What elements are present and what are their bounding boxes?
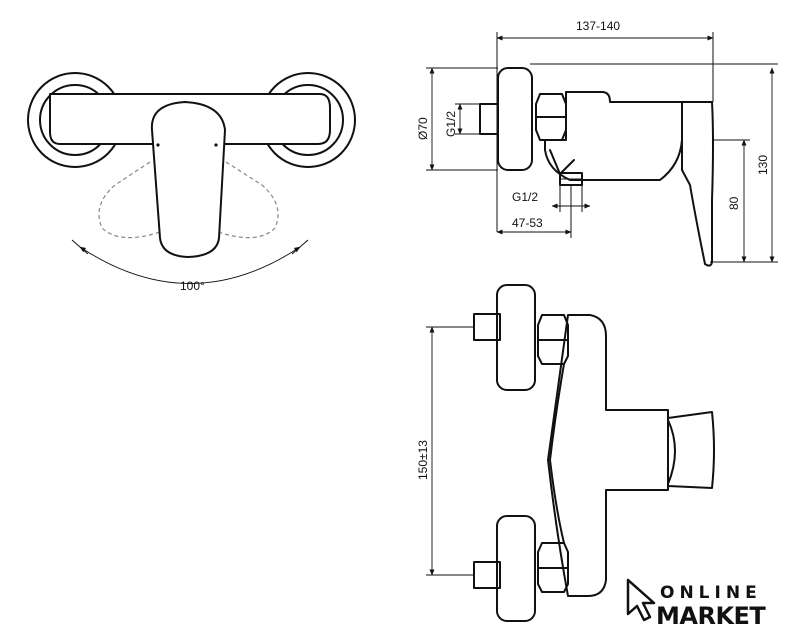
lever-front-curve [667, 419, 676, 485]
brand-line2: MARKET [656, 602, 766, 630]
bottom-rosette-front [496, 515, 536, 622]
dim-lever-height-label: 80 [727, 196, 741, 210]
dim-total-height-label: 130 [756, 155, 770, 175]
rotation-tick-left [71, 239, 89, 255]
side-view: 137-140 Ø70 G1/2 G1/2 47-53 80 130 [416, 19, 778, 267]
dim-center-distance-label: 150±13 [416, 440, 430, 480]
lever-left-position [98, 161, 161, 239]
top-rosette-front [496, 284, 536, 391]
lever-right-position [217, 161, 279, 239]
lever-front [667, 411, 715, 489]
dim-depth-label: 137-140 [576, 19, 620, 33]
lever-handle [150, 101, 226, 258]
dim-outlet-label: G1/2 [512, 190, 538, 204]
rotation-label: 100° [180, 279, 205, 293]
dim-rosette-label: Ø70 [416, 117, 430, 140]
inlet-stub [479, 103, 499, 135]
dim-inlet-label: G1/2 [444, 111, 458, 137]
rotation-tick-right [291, 239, 309, 255]
mixer-body-side [544, 91, 683, 181]
brand-line1: ONLINE [660, 583, 762, 603]
rotation-arc [79, 246, 301, 284]
front-view: 150±13 [416, 284, 715, 622]
lever-mark-left [156, 143, 160, 147]
dim-offset-label: 47-53 [512, 216, 543, 230]
rosette-side [497, 67, 533, 171]
brand-logo: ONLINE MARKET [626, 578, 767, 630]
body-contour [549, 363, 565, 544]
cursor-icon [626, 578, 656, 622]
spout-edge [549, 149, 575, 175]
mixer-body-front [547, 314, 669, 597]
lever-side [681, 101, 714, 267]
lever-mark-right [214, 143, 218, 147]
top-view: 100° [27, 72, 356, 293]
bottom-nut [537, 542, 569, 593]
